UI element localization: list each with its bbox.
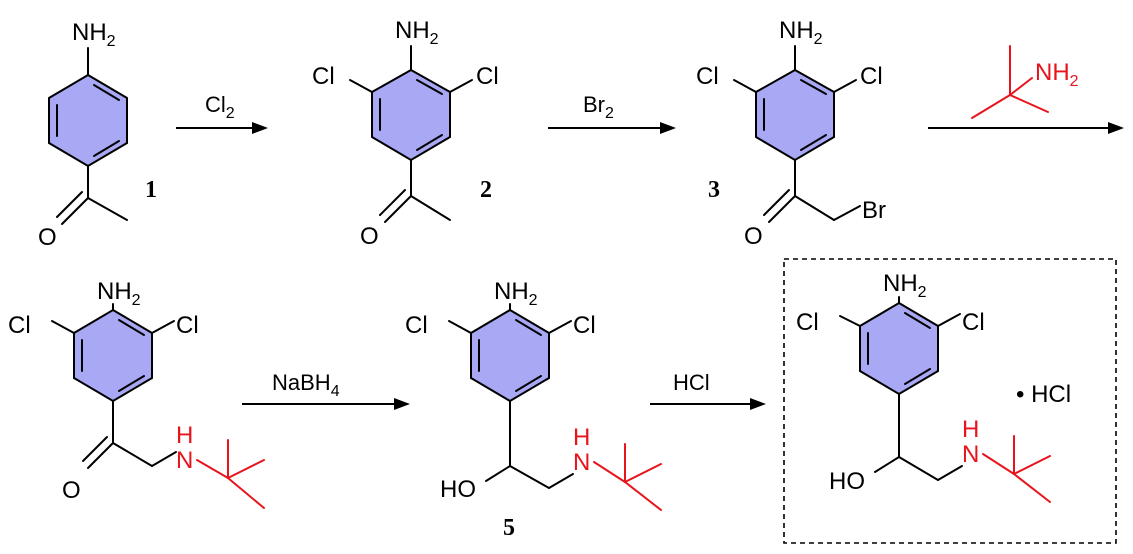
chlorine-left-label: Cl [8,312,31,339]
compound-4: NH2 Cl Cl O H N [8,278,265,509]
aromatic-ring-2 [372,70,450,160]
amino-group-label: NH2 [97,278,141,309]
amine-nitrogen-label: N [573,449,590,476]
reaction-arrow-chlorination: Cl2 [176,92,268,134]
product-hydrochloride-salt: NH2 Cl Cl HO H N • HCl [796,270,1071,503]
hydroxyl-label: HO [829,468,865,495]
reagent-chlorine: Cl2 [205,92,235,122]
compound-1: NH2 O [38,19,128,251]
reaction-arrow-amination: NH2 [928,45,1124,134]
reaction-arrow-bromination: Br2 [548,92,676,134]
amine-hydrogen-label: H [176,422,193,449]
reagent-amine-label: NH2 [1035,59,1079,90]
reagent-bromine: Br2 [583,92,614,122]
carbonyl-oxygen-label: O [38,224,57,251]
amino-group-label: NH2 [494,278,538,309]
chlorine-right-label: Cl [573,312,596,339]
compound-label-2: 2 [480,177,492,203]
aromatic-ring-3 [756,70,834,160]
carbonyl-oxygen-label: O [744,223,763,250]
amine-nitrogen-label: N [176,447,193,474]
compound-label-1: 1 [145,177,157,203]
amine-hydrogen-label: H [962,416,979,443]
reagent-hydrochloric-acid: HCl [673,370,710,395]
chlorine-right-label: Cl [476,63,499,90]
amine-hydrogen-label: H [573,424,590,451]
amino-group-label: NH2 [779,17,823,48]
chlorine-left-label: Cl [405,312,428,339]
carbonyl-oxygen-label: O [360,223,379,250]
chlorine-left-label: Cl [796,309,819,336]
amino-group-label: NH2 [395,17,439,48]
compound-label-5: 5 [503,515,515,541]
chlorine-right-label: Cl [176,312,199,339]
chlorine-left-label: Cl [312,63,335,90]
bromine-label: Br [862,197,886,224]
carbonyl-oxygen-label: O [62,477,81,504]
reagent-sodium-borohydride: NaBH4 [272,370,340,400]
compound-label-3: 3 [708,177,720,203]
aromatic-ring-4 [74,310,152,401]
reagent-tert-butylamine: NH2 [971,45,1079,119]
chlorine-right-label: Cl [860,63,883,90]
amine-nitrogen-label: N [962,441,979,468]
compound-2: NH2 Cl Cl O [312,17,499,250]
amino-group-label: NH2 [883,270,927,301]
compound-3: NH2 Cl Cl Br O [696,17,886,250]
amino-group-label: NH2 [72,19,116,50]
hydroxyl-label: HO [440,476,476,503]
reaction-arrow-reduction: NaBH4 [242,370,410,410]
aromatic-ring-5 [471,310,549,401]
aromatic-ring-product [860,303,938,394]
product-highlight-box [783,258,1117,544]
chlorine-left-label: Cl [696,63,719,90]
chlorine-right-label: Cl [962,309,985,336]
hydrochloride-label: • HCl [1016,381,1071,408]
reaction-arrow-salt-formation: HCl [650,370,766,410]
compound-5: NH2 Cl Cl HO H N [405,278,662,511]
aromatic-ring-1 [49,75,127,166]
